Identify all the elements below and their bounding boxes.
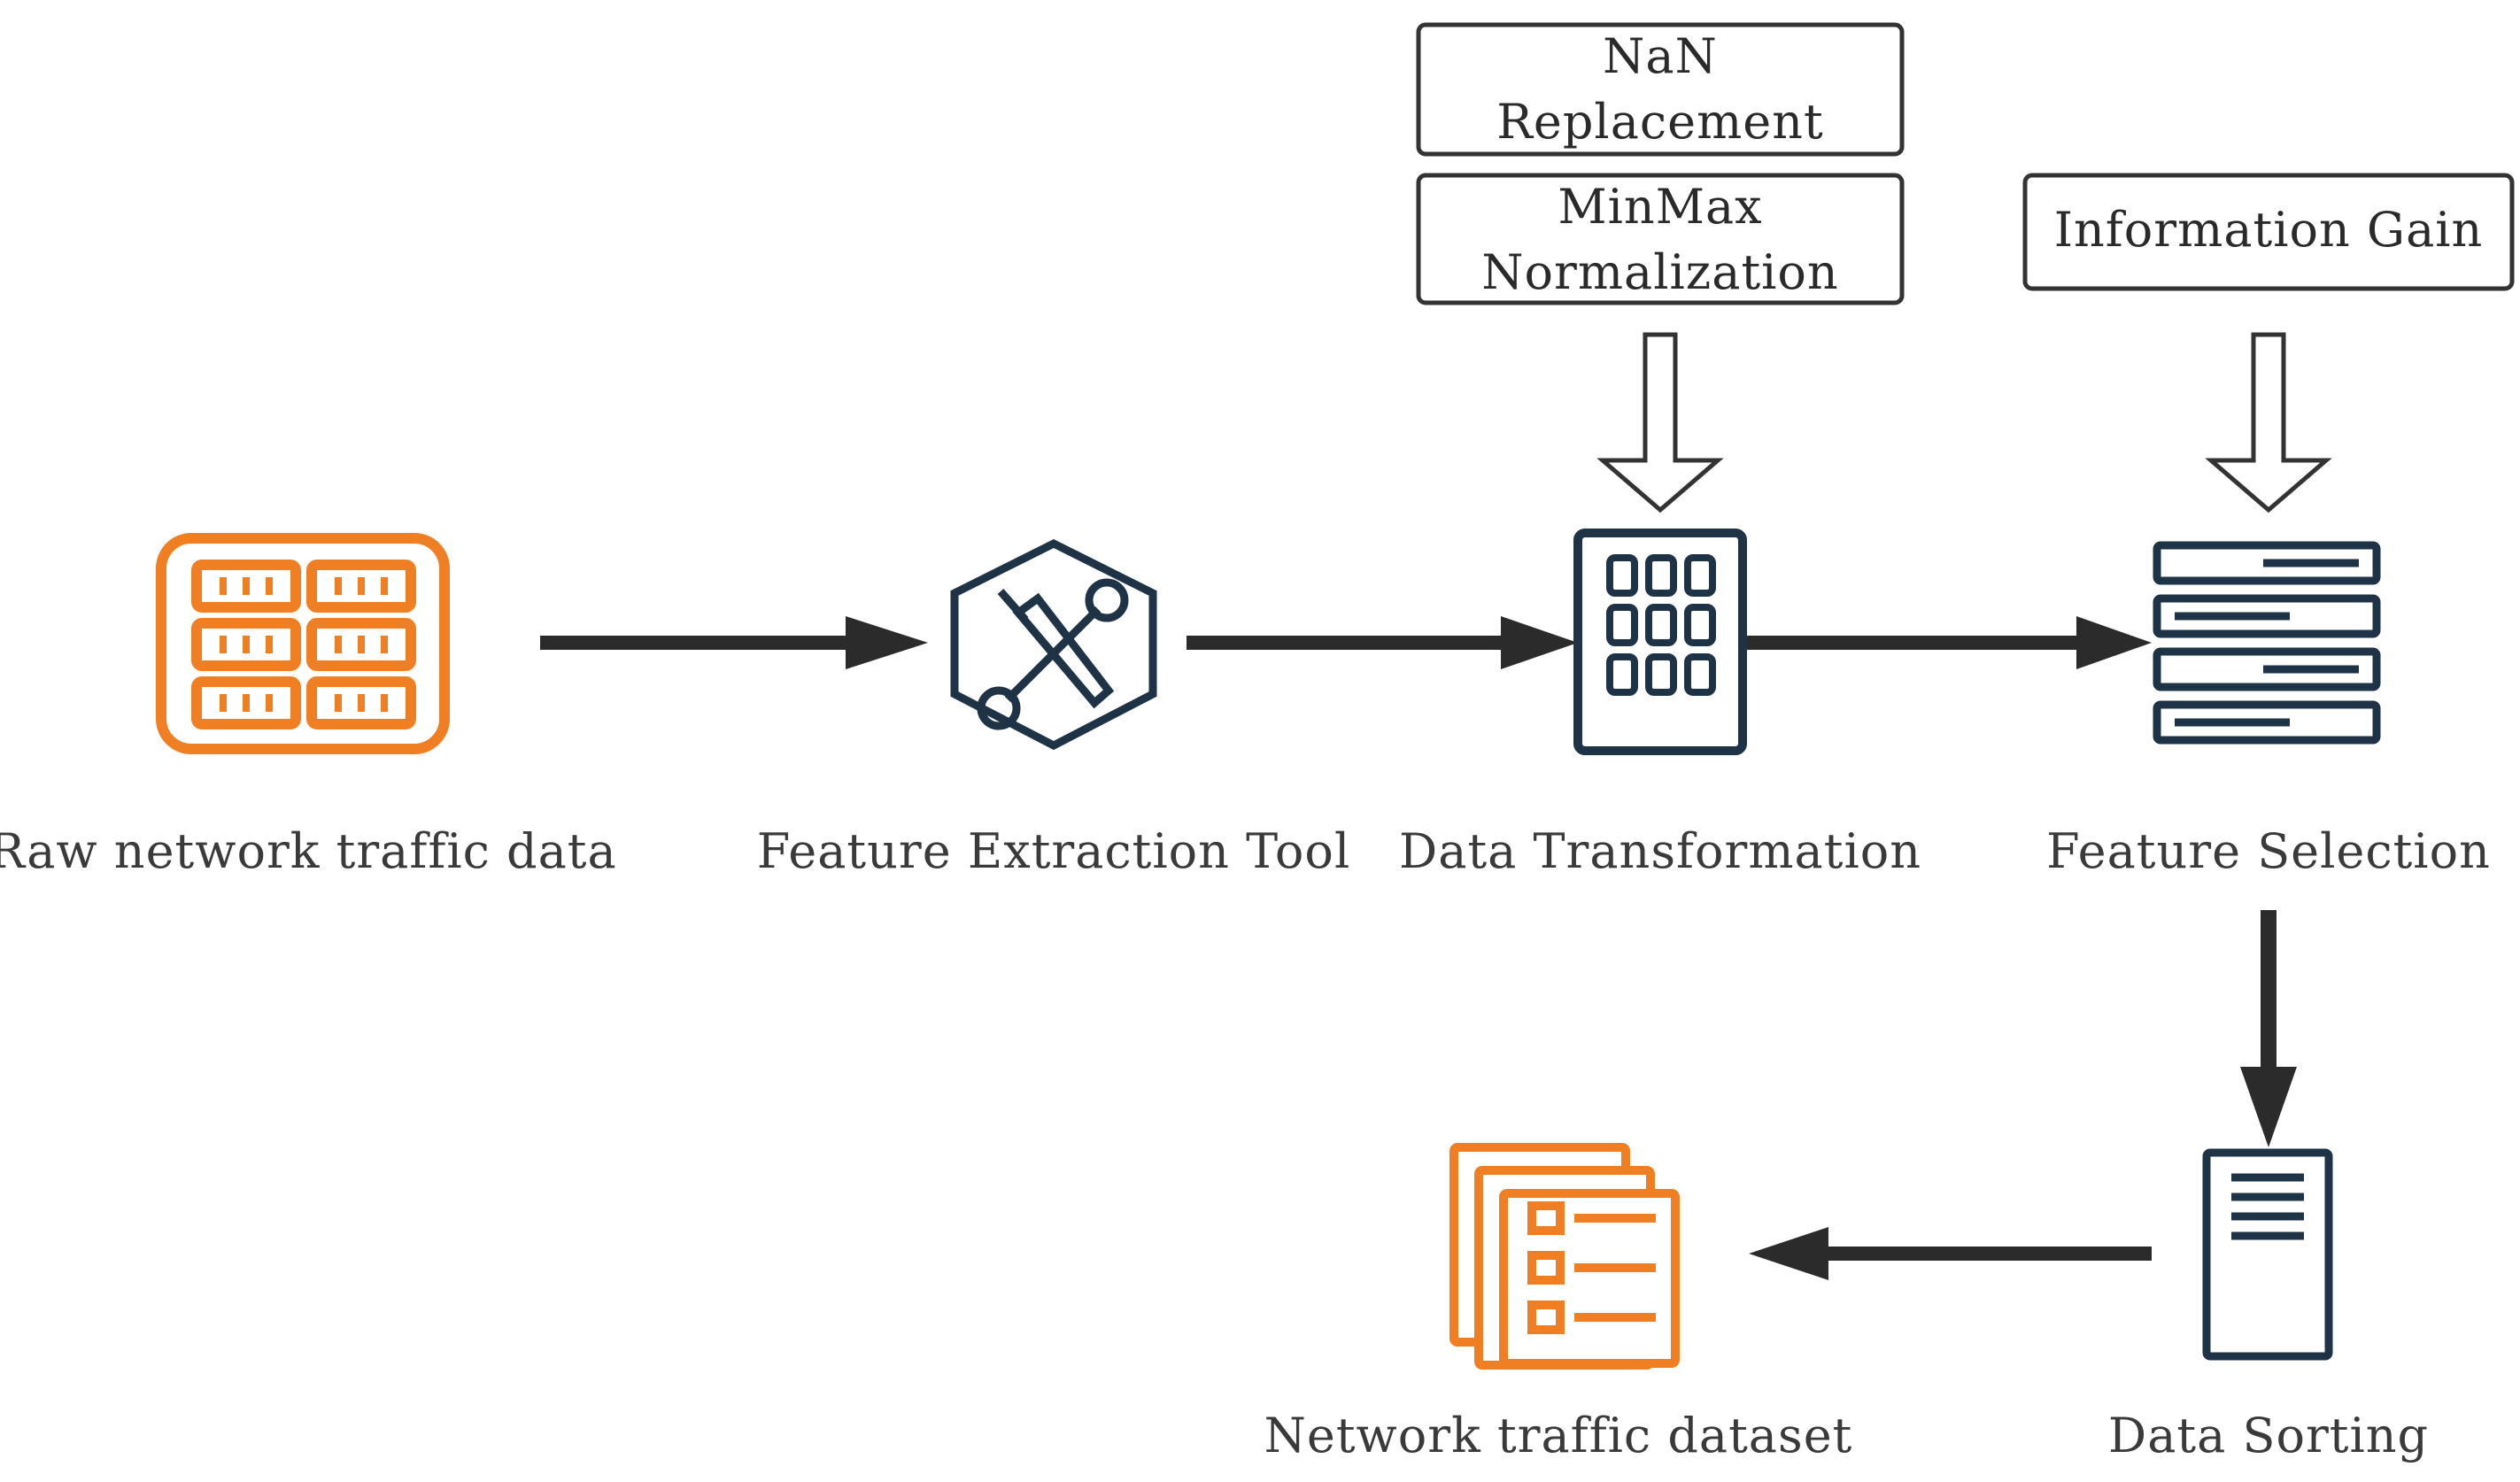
label-data-sorting: Data Sorting [2108, 1408, 2429, 1463]
hollow-down-arrow-selection [2205, 332, 2332, 513]
label-raw-network-traffic-data: Raw network traffic data [0, 823, 617, 879]
flow-arrow-selection-to-sorting [2240, 910, 2297, 1147]
document-lines-icon [2202, 1148, 2333, 1361]
minmax-box-line2: Normalization [1481, 244, 1838, 300]
server-rack-icon [156, 533, 450, 754]
label-network-traffic-dataset: Network traffic dataset [1264, 1408, 1853, 1463]
nan-box-line1: NaN [1603, 28, 1718, 84]
flow-arrow-extraction-to-transformation [1187, 616, 1578, 669]
label-data-transformation: Data Transformation [1399, 823, 1921, 879]
minmax-normalization-box: MinMax Normalization [1416, 173, 1905, 305]
tools-hexagon-icon [950, 538, 1157, 751]
label-feature-extraction-tool: Feature Extraction Tool [757, 823, 1350, 879]
minmax-box-line1: MinMax [1558, 179, 1762, 235]
stacked-checklist-icon [1449, 1143, 1680, 1370]
information-gain-box: Information Gain [2022, 173, 2515, 291]
label-feature-selection: Feature Selection [2046, 823, 2491, 879]
building-grid-icon [1573, 529, 1747, 755]
infogain-box-label: Information Gain [2054, 202, 2484, 258]
flow-arrow-raw-to-extraction [540, 616, 928, 669]
nan-replacement-box: NaN Replacement [1416, 22, 1905, 157]
flow-arrow-sorting-to-dataset [1749, 1227, 2152, 1280]
nan-box-line2: Replacement [1496, 94, 1824, 150]
hollow-down-arrow-transformation [1596, 332, 1724, 513]
stacked-rows-icon [2153, 541, 2381, 745]
flow-arrow-transformation-to-selection [1746, 616, 2152, 669]
